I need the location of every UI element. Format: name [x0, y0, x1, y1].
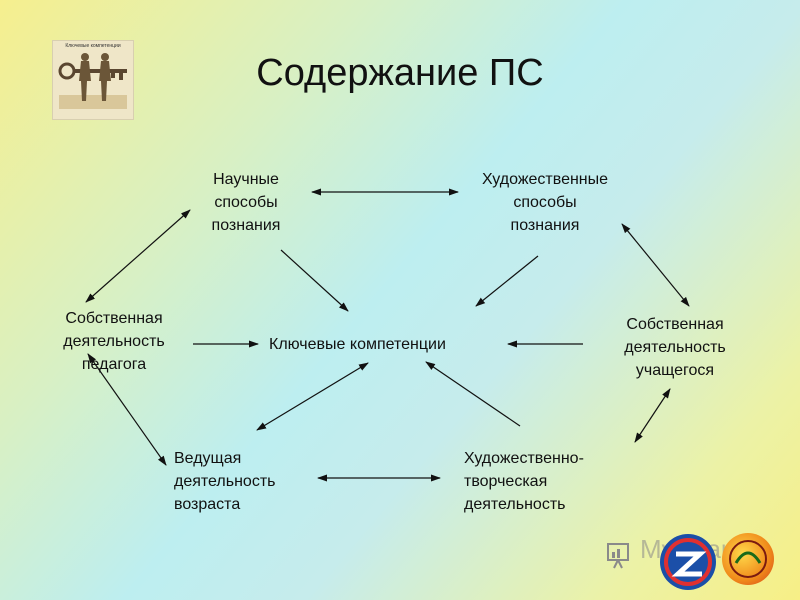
right-emblem	[722, 533, 774, 585]
node-artistic-creative-activity: Художественно- творческая деятельность	[464, 450, 584, 513]
arrow-artistic-student	[621, 223, 690, 307]
arrow-leading-key	[256, 362, 369, 431]
node-teacher-activity: Собственная деятельность педагога	[63, 310, 165, 373]
logo-caption: Ключевые компетенции	[65, 43, 121, 49]
node-artistic-cognition: Художественные способы познания	[481, 171, 609, 234]
key-figures-illustration	[58, 53, 127, 109]
presentation-icon	[607, 543, 629, 569]
slide-title: Содержание ПС	[256, 52, 544, 94]
arrow-scientific-key	[280, 249, 349, 312]
node-scientific-cognition: Научные способы познания	[211, 171, 281, 234]
arrow-artistic-key	[475, 255, 539, 307]
arrow-creative-student	[634, 388, 671, 443]
left-emblem	[660, 534, 716, 590]
node-student-activity: Собственная деятельность учащегося	[624, 316, 726, 379]
arrow-creative-key	[425, 361, 521, 427]
node-leading-age-activity: Ведущая деятельность возраста	[174, 450, 276, 513]
arrow-teacher-leading	[87, 353, 167, 466]
node-key-competencies: Ключевые компетенции	[269, 336, 446, 353]
arrow-teacher-scientific	[85, 209, 191, 303]
logo-image: Ключевые компетенции	[52, 40, 134, 120]
